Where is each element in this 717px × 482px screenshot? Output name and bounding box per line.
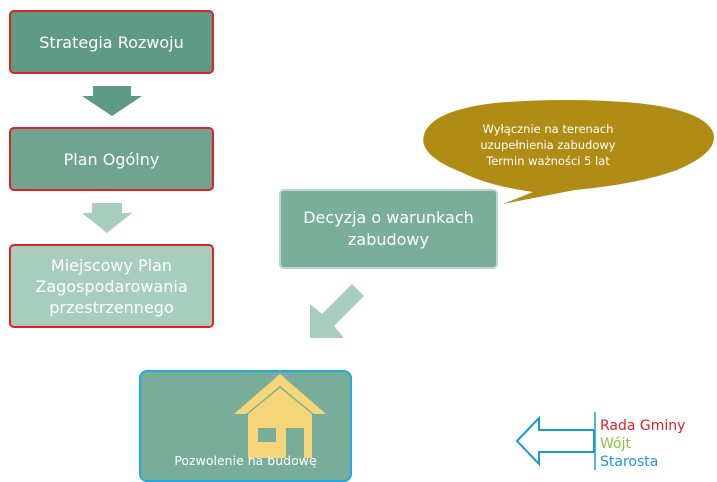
legend-item-wojt: Wójt — [600, 436, 631, 452]
down-arrow-icon — [82, 203, 132, 233]
local-plan-label-1: Miejscowy Plan — [50, 255, 173, 275]
strategy-box: Strategia Rozwoju — [9, 10, 214, 74]
callout-line-1: Wyłącznie na terenach — [482, 122, 614, 136]
local-plan-label-3: przestrzennego — [49, 297, 174, 317]
callout-line-2: uzupełnienia zabudowy — [480, 138, 616, 152]
permit-box: Pozwolenie na budowę — [139, 370, 352, 482]
general-plan-label: Plan Ogólny — [63, 149, 160, 169]
strategy-label: Strategia Rozwoju — [39, 32, 184, 52]
house-icon — [234, 374, 326, 458]
callout-bubble — [423, 100, 714, 204]
legend: Rada Gminy Wójt Starosta — [600, 417, 685, 471]
left-arrow-icon — [515, 412, 596, 470]
callout-line-3: Termin ważności 5 lat — [486, 154, 610, 168]
legend-item-starosta: Starosta — [600, 454, 659, 470]
general-plan-box: Plan Ogólny — [9, 127, 214, 191]
diagonal-arrow-icon — [310, 278, 364, 338]
local-plan-label-2: Zagospodarowania — [35, 276, 188, 296]
callout-text: Wyłącznie na terenach uzupełnienia zabud… — [443, 121, 653, 169]
decision-label-2: zabudowy — [347, 230, 429, 249]
permit-label: Pozwolenie na budowę — [174, 453, 317, 468]
decision-label-1: Decyzja o warunkach — [303, 208, 474, 227]
local-plan-box: Miejscowy Plan Zagospodarowania przestrz… — [9, 244, 214, 328]
legend-item-rada-gminy: Rada Gminy — [600, 418, 686, 434]
down-arrow-icon — [82, 86, 142, 116]
decision-box: Decyzja o warunkach zabudowy — [279, 189, 498, 269]
